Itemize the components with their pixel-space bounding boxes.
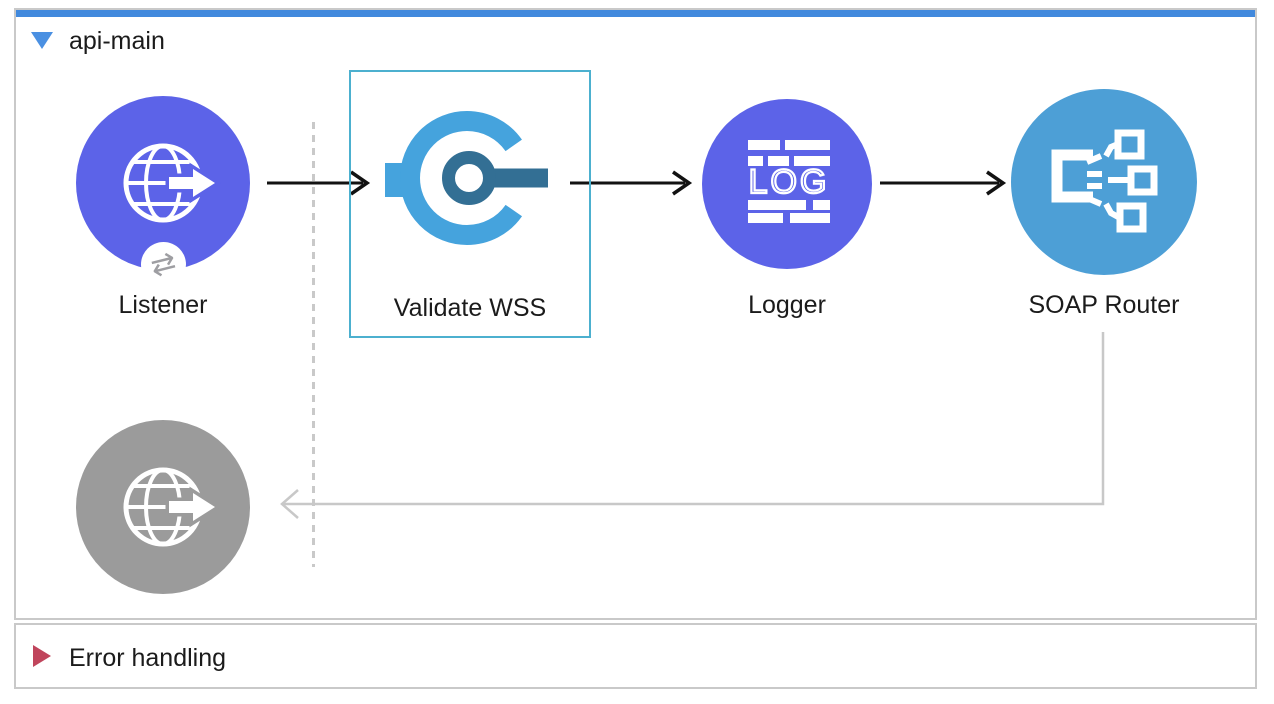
wss-validate-icon xyxy=(385,111,548,245)
flow-title: api-main xyxy=(69,27,165,55)
node-soap-router[interactable] xyxy=(1011,89,1197,275)
node-label-listener: Listener xyxy=(118,291,208,319)
error-handling-expand-icon[interactable] xyxy=(33,645,51,667)
logger-icon-text: LOG xyxy=(749,163,830,201)
flow-container xyxy=(14,8,1257,620)
exchange-arrows-icon: ⇄ xyxy=(146,243,180,285)
flow-accent-bar xyxy=(16,10,1255,17)
node-listener[interactable] xyxy=(76,96,250,270)
soap-router-icon xyxy=(1051,129,1158,233)
http-listener-response-icon xyxy=(123,467,222,547)
node-label-soap-router: SOAP Router xyxy=(1028,291,1180,319)
node-label-validate-wss: Validate WSS xyxy=(393,294,547,322)
error-handling-section[interactable] xyxy=(14,623,1257,689)
logger-icon: LOG xyxy=(747,140,830,223)
node-listener-response[interactable] xyxy=(76,420,250,594)
flow-collapse-toggle-icon[interactable] xyxy=(31,32,53,49)
node-validate-wss[interactable]: Validate WSS xyxy=(349,70,591,338)
node-label-logger: Logger xyxy=(748,291,826,319)
message-exchange-badge: ⇄ xyxy=(141,242,186,287)
node-logger[interactable]: LOG xyxy=(702,99,872,269)
http-listener-icon xyxy=(123,143,222,223)
error-handling-title: Error handling xyxy=(69,644,227,672)
